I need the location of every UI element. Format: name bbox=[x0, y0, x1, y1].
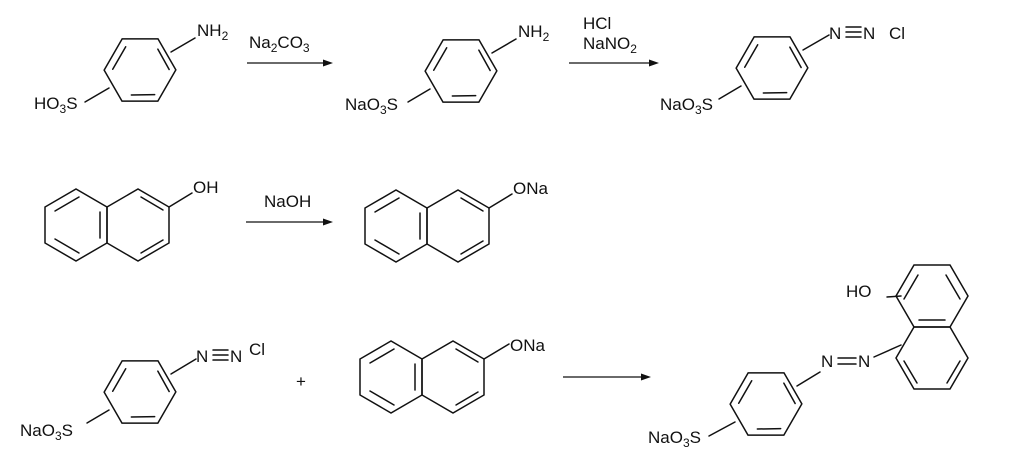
benzene-ring bbox=[94, 22, 186, 118]
bond-to-sulfonate bbox=[708, 421, 736, 437]
bond-to-azo bbox=[796, 371, 821, 387]
amino-group-label: NH2 bbox=[197, 21, 229, 43]
sodium-2-naphthoxide-reactant: ONa bbox=[359, 336, 546, 414]
diazonium-salt: N N Cl NaO3S bbox=[660, 20, 905, 117]
sodium-sulfonate-label: NaO3S bbox=[20, 421, 73, 443]
diazonium-nitrogen-2: N bbox=[863, 24, 875, 43]
plus-sign: + bbox=[296, 372, 306, 391]
benzene-ring bbox=[94, 344, 186, 440]
azo-nitrogen-1: N bbox=[821, 352, 833, 371]
naphthalene-ring bbox=[359, 340, 485, 414]
reagent-sodium-carbonate: Na2CO3 bbox=[249, 33, 310, 55]
bond-to-sulfonate bbox=[407, 88, 431, 103]
benzene-ring bbox=[720, 356, 812, 452]
reaction-arrow-3 bbox=[246, 218, 333, 226]
naphthalene-ring bbox=[364, 189, 490, 263]
bond-to-diazonium bbox=[802, 34, 830, 51]
bond-to-oxide bbox=[483, 343, 510, 360]
sodium-sulfonate-label: NaO3S bbox=[660, 95, 713, 117]
bond-to-sulfonate bbox=[718, 85, 742, 100]
bond-to-naphthalene bbox=[873, 344, 902, 358]
bond-to-hydroxyl bbox=[886, 295, 902, 298]
reaction-arrow-1 bbox=[247, 59, 333, 67]
reagent-sodium-hydroxide: NaOH bbox=[264, 192, 311, 211]
reagent-hydrochloric-acid: HCl bbox=[583, 14, 611, 33]
azo-double-bond bbox=[837, 357, 857, 365]
chloride-label: Cl bbox=[889, 24, 905, 43]
naphthalene-ring bbox=[44, 188, 170, 262]
sodium-oxide-label: ONa bbox=[513, 179, 549, 198]
bond-to-amino bbox=[491, 38, 517, 54]
sulfanilic-acid: NH2 HO3S bbox=[34, 21, 229, 118]
sodium-oxide-label: ONa bbox=[510, 336, 546, 355]
diazonium-nitrogen-1: N bbox=[196, 347, 208, 366]
reaction-arrow-4 bbox=[563, 373, 651, 381]
sodium-sulfonate-label: NaO3S bbox=[345, 95, 398, 117]
hydroxyl-label: OH bbox=[193, 178, 219, 197]
hydroxyl-label: HO bbox=[846, 282, 872, 301]
diazonium-salt-reactant: N N Cl NaO3S bbox=[20, 340, 265, 443]
sodium-sulfanilate: NH2 NaO3S bbox=[345, 22, 550, 119]
bond-to-amino bbox=[170, 37, 196, 53]
benzene-ring bbox=[415, 23, 507, 119]
sulfonic-acid-label: HO3S bbox=[34, 94, 78, 116]
triple-bond bbox=[212, 349, 229, 361]
diazonium-nitrogen-2: N bbox=[230, 347, 242, 366]
bond-to-diazonium bbox=[170, 358, 197, 375]
triple-bond bbox=[845, 26, 862, 38]
sodium-2-naphthoxide: ONa bbox=[364, 179, 549, 263]
bond-to-sulfonate bbox=[86, 409, 110, 424]
bond-to-oxide bbox=[488, 193, 513, 209]
azo-dye-product: NaO3S N N HO bbox=[648, 264, 969, 452]
benzene-ring bbox=[726, 20, 818, 116]
bond-to-sulfonic bbox=[84, 87, 110, 103]
amino-group-label: NH2 bbox=[518, 22, 550, 44]
reagent-sodium-nitrite: NaNO2 bbox=[583, 34, 637, 56]
bond-to-hydroxyl bbox=[168, 192, 193, 208]
diazonium-nitrogen-1: N bbox=[829, 24, 841, 43]
naphthalene-ring bbox=[895, 264, 969, 390]
azo-nitrogen-2: N bbox=[858, 352, 870, 371]
2-naphthol: OH bbox=[44, 178, 219, 262]
reaction-arrow-2 bbox=[569, 59, 659, 67]
sodium-sulfonate-label: NaO3S bbox=[648, 428, 701, 450]
chloride-label: Cl bbox=[249, 340, 265, 359]
